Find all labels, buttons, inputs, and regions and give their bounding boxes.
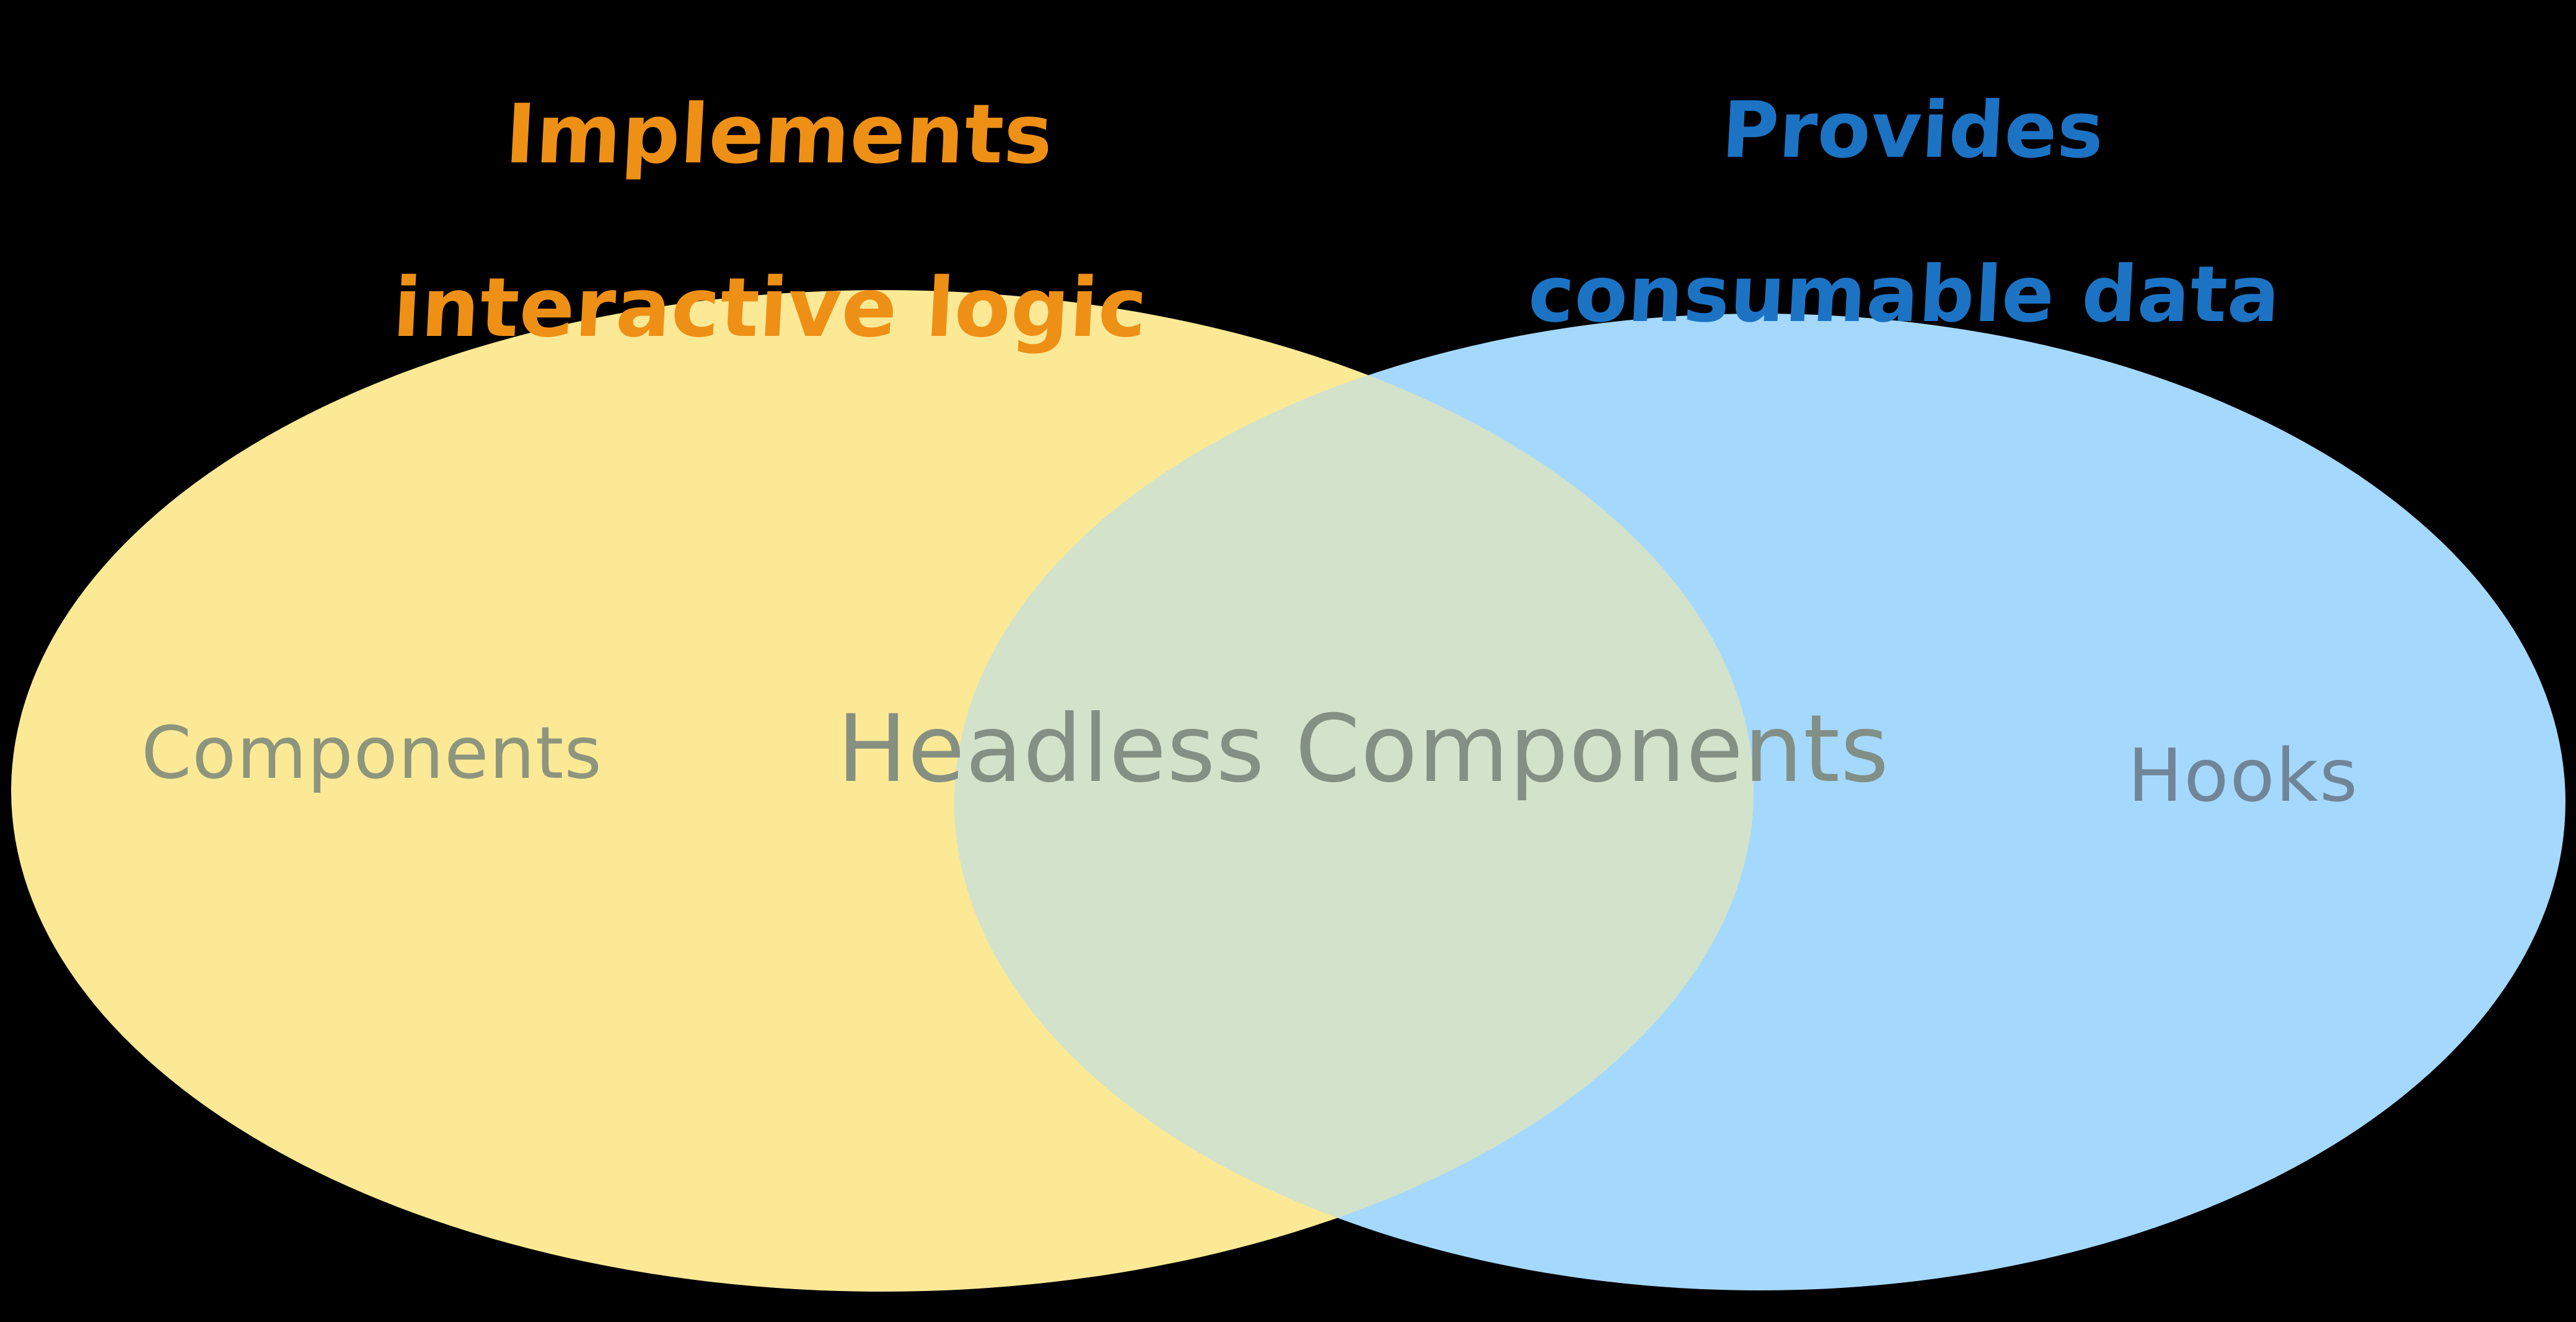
callout-left-line-2: interactive logic — [390, 260, 1150, 356]
callout-right-line-2: consumable data — [1526, 249, 2283, 340]
set-intersection-headless-components[interactable] — [954, 314, 2565, 1290]
set-label-components: Components — [141, 712, 602, 795]
callout-right-line-1: Provides — [1720, 85, 2106, 175]
set-label-hooks: Hooks — [2127, 733, 2359, 818]
callout-left-line-1: Implements — [503, 86, 1056, 182]
set-label-headless-components: Headless Components — [837, 695, 1890, 803]
callout-right-provides-consumable-data: Provides consumable data — [1390, 7, 2428, 418]
callout-left-implements-interactive-logic: Implements interactive logic — [255, 5, 1295, 439]
